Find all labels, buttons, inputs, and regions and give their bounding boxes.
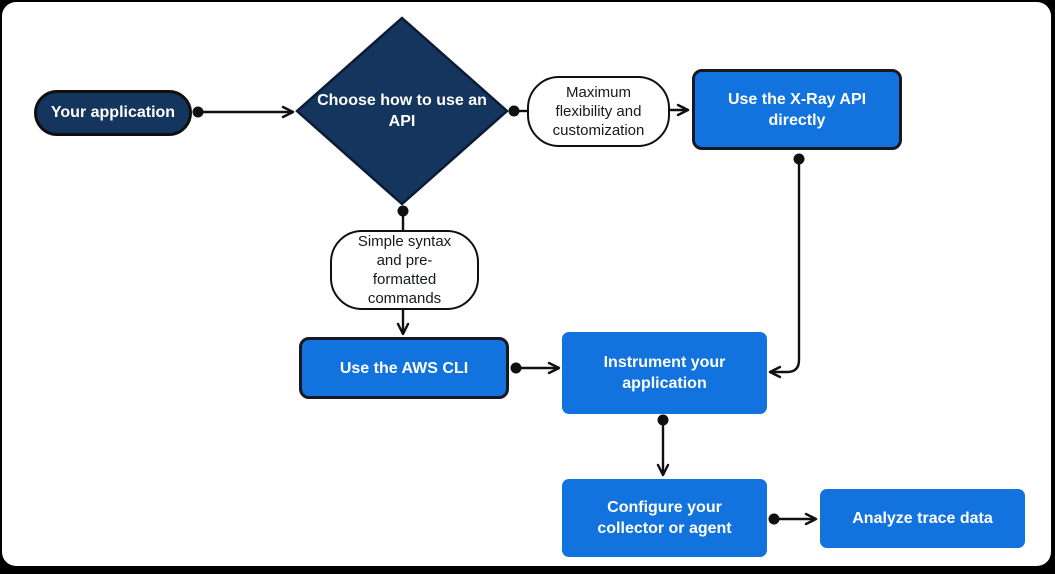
node-configure-collector: Configure your collector or agent: [562, 479, 767, 557]
node-your-application-label: Your application: [50, 104, 176, 121]
node-choose-api-decision: Choose how to use an API: [317, 86, 487, 136]
dot-app-out: [192, 106, 204, 118]
node-analyze-trace-data-label: Analyze trace data: [852, 510, 993, 527]
node-simple-syntax: Simple syntax and pre-formatted commands: [330, 230, 479, 310]
node-use-aws-cli-label: Use the AWS CLI: [339, 359, 469, 377]
node-use-xray-api-label: Use the X-Ray API directly: [727, 90, 867, 129]
node-use-aws-cli: Use the AWS CLI: [299, 337, 509, 399]
node-maximum-flexibility-label: Maximum flexibility and customization: [552, 84, 645, 139]
edge-lines: [198, 103, 818, 526]
node-instrument-application: Instrument your application: [562, 332, 767, 414]
decision-diamond-shape: [295, 16, 509, 206]
dot-instrument-out: [657, 414, 669, 426]
node-your-application: Your application: [34, 90, 192, 136]
dot-cli-out: [510, 362, 522, 374]
edge-xray-to-instrument: [768, 159, 801, 379]
flowchart-connectors: [192, 16, 818, 526]
node-configure-collector-label: Configure your collector or agent: [597, 499, 732, 537]
connector-layer: [2, 2, 1051, 566]
node-simple-syntax-label: Simple syntax and pre-formatted commands: [357, 233, 452, 307]
node-instrument-application-label: Instrument your application: [603, 354, 726, 392]
dot-decision-right-out: [508, 105, 520, 117]
dot-configure-out: [768, 513, 780, 525]
node-use-xray-api: Use the X-Ray API directly: [692, 69, 902, 150]
node-analyze-trace-data: Analyze trace data: [820, 489, 1025, 548]
edge-origin-dots: [192, 105, 805, 525]
dot-decision-bottom-out: [397, 205, 409, 217]
diagram-canvas: Your application Choose how to use an AP…: [2, 2, 1051, 566]
node-maximum-flexibility: Maximum flexibility and customization: [527, 76, 670, 147]
node-choose-api-label: Choose how to use an API: [317, 92, 487, 130]
dot-xray-out: [793, 153, 805, 165]
